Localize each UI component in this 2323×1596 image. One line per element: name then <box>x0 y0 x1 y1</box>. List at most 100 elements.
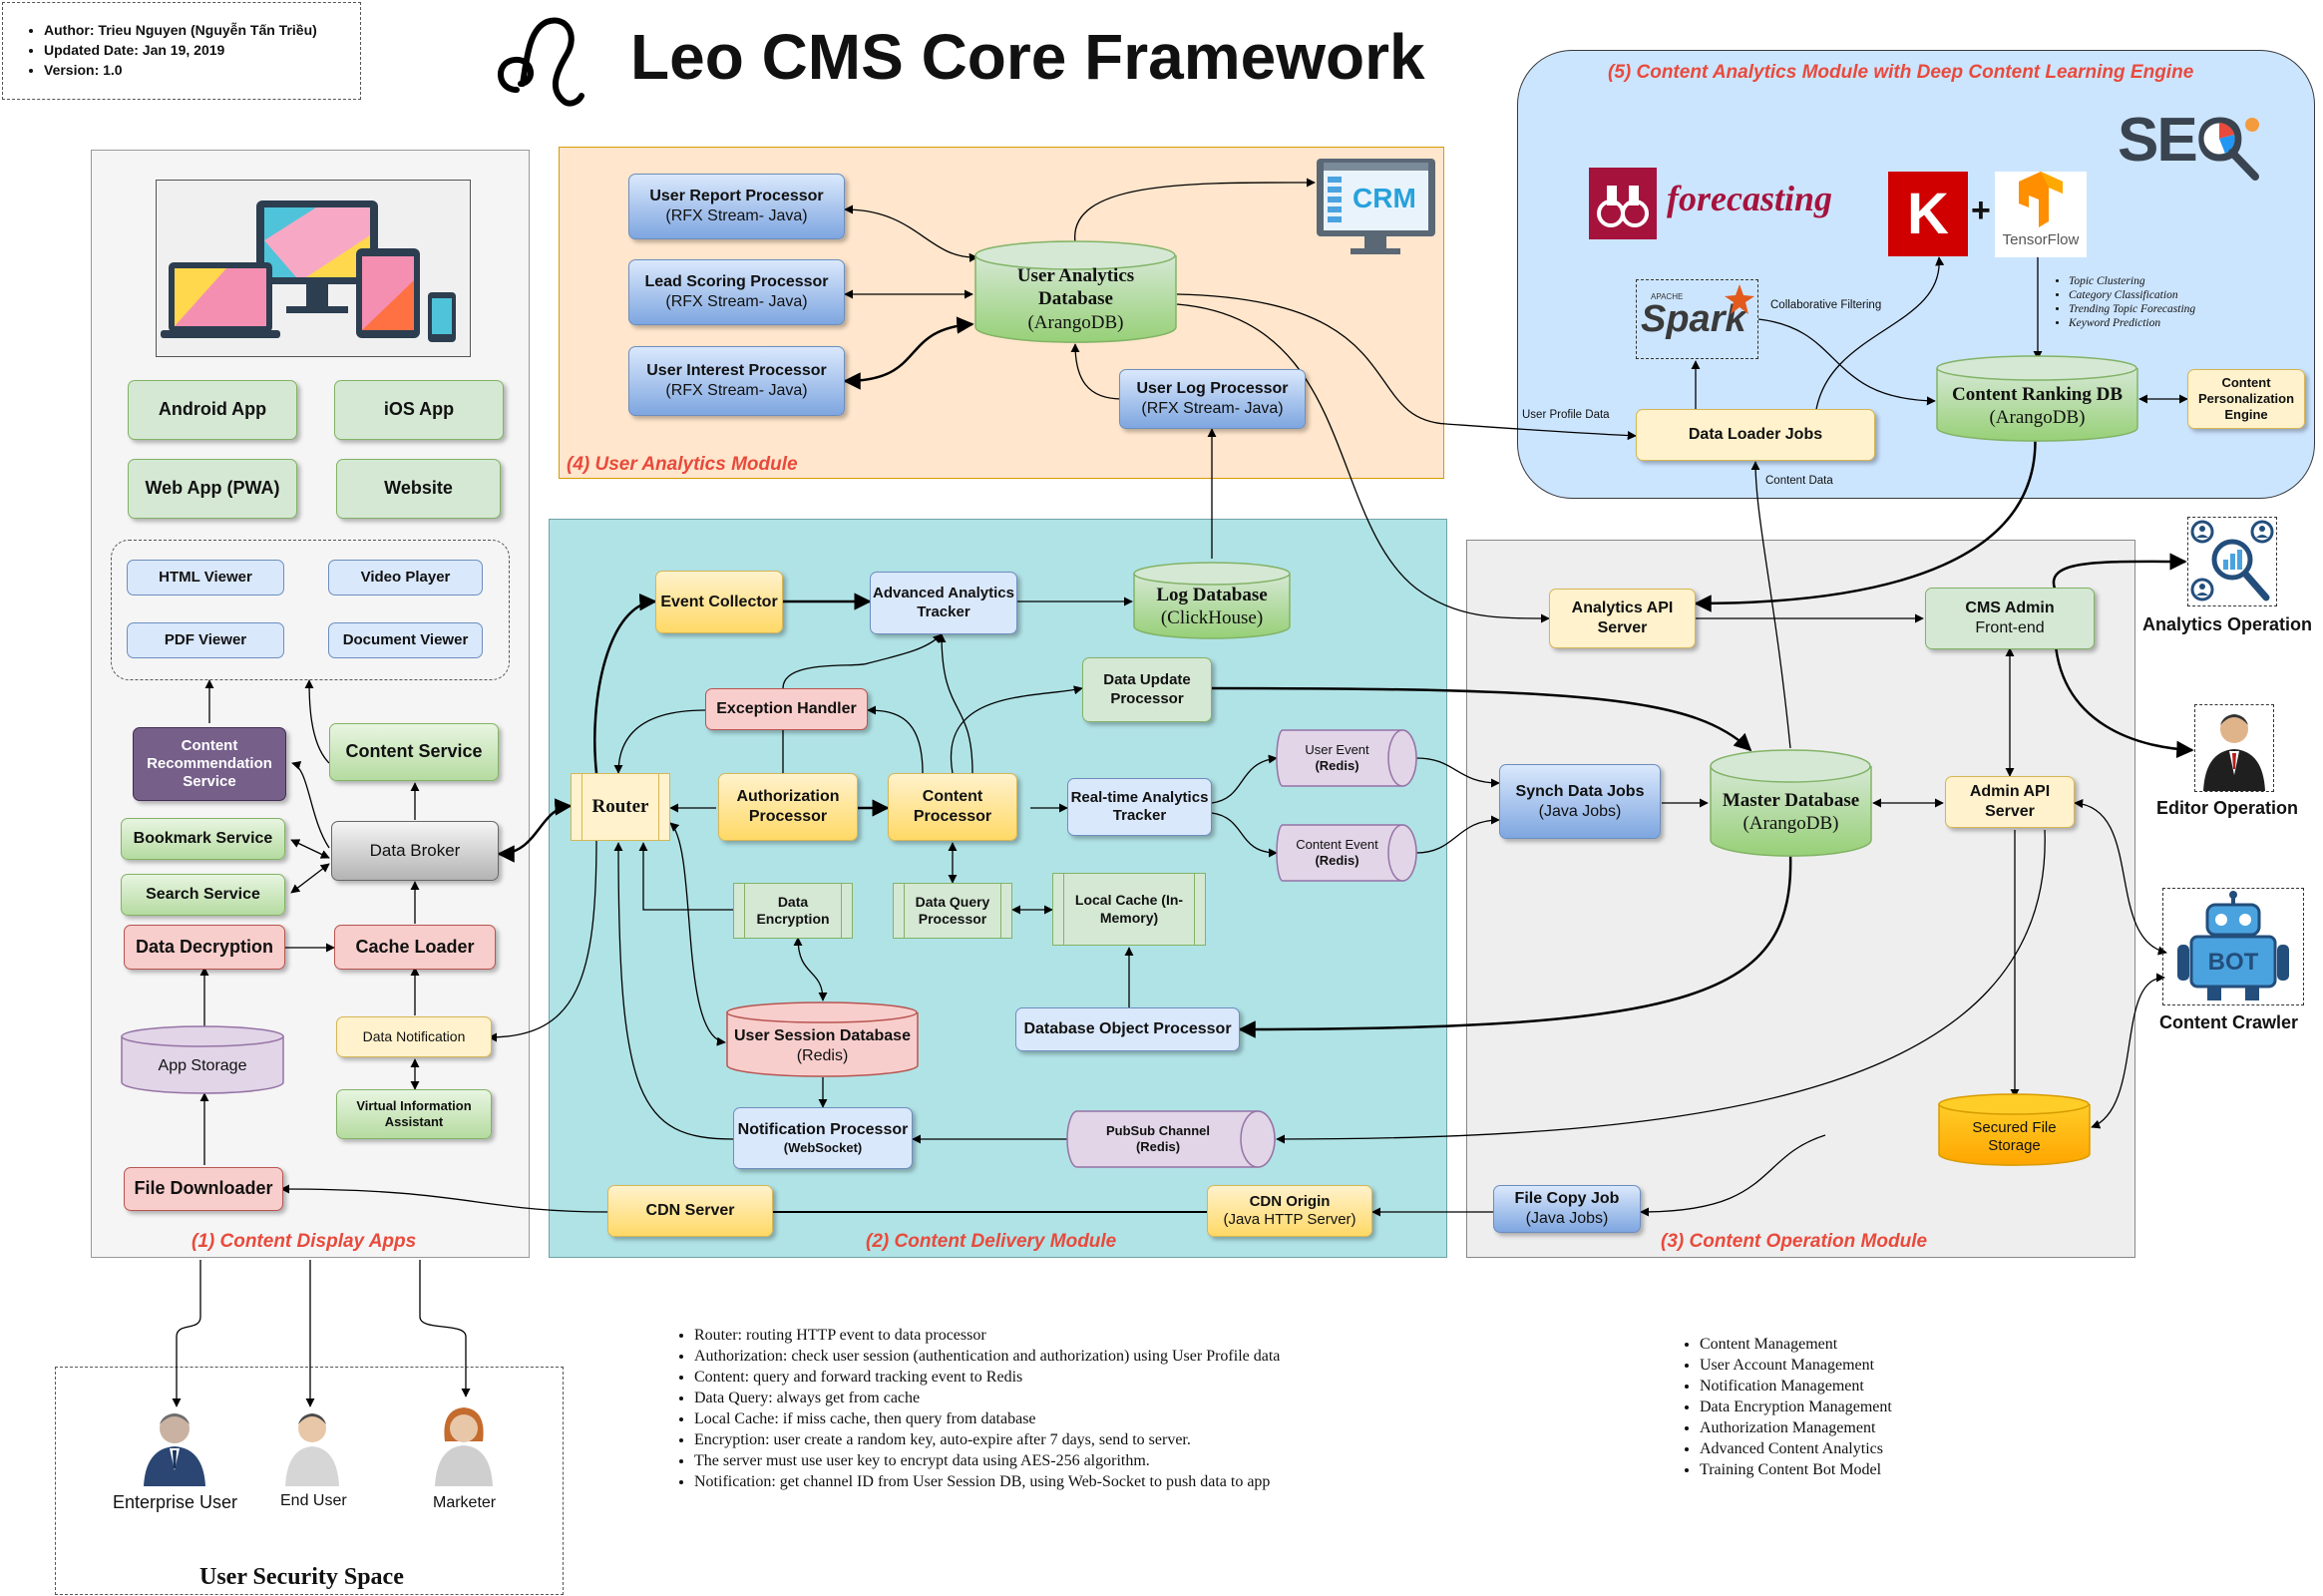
lead-scoring-processor[interactable]: Lead Scoring Processor (RFX Stream- Java… <box>628 259 845 325</box>
edge-loader-k <box>1814 256 1945 417</box>
data-broker[interactable]: Data Broker <box>331 821 499 881</box>
master-db-sub: (ArangoDB) <box>1742 813 1839 834</box>
edge-content-dataupdate <box>950 685 1083 774</box>
meta-date: Updated Date: Jan 19, 2019 <box>44 40 317 60</box>
recommendation-service[interactable]: Content Recommendation Service <box>133 727 286 801</box>
content-event-label: Content Event (Redis) <box>1275 831 1399 875</box>
note-encryption: Encryption: user create a random key, au… <box>694 1429 1450 1450</box>
cdn-origin-label: CDN Origin <box>1249 1192 1331 1210</box>
content-event-queue: Content Event (Redis) <box>1275 823 1419 883</box>
content-event-title: Content Event <box>1296 837 1378 853</box>
file-downloader[interactable]: File Downloader <box>124 1167 283 1211</box>
meta-list: Author: Trieu Nguyen (Nguyễn Tấn Triều) … <box>22 20 317 80</box>
edge-router-event <box>593 593 657 774</box>
user-db-title: User Analytics Database <box>1016 265 1135 310</box>
panel-title-display: (1) Content Display Apps <box>192 1231 417 1252</box>
analytics-operation-label: Analytics Operation <box>2142 614 2313 634</box>
virtual-assistant[interactable]: Virtual Information Assistant <box>336 1089 492 1139</box>
data-query-processor[interactable]: Data Query Processor <box>893 883 1012 939</box>
bot-text: BOT <box>2207 949 2259 976</box>
advanced-analytics-tracker[interactable]: Advanced Analytics Tracker <box>870 572 1017 634</box>
devices-illustration <box>156 180 471 357</box>
op-note-6: Advanced Content Analytics <box>1700 1438 1977 1459</box>
edge-broker-recommend <box>291 760 330 849</box>
op-note-4: Data Encryption Management <box>1700 1396 1977 1417</box>
user-interest-sub: (RFX Stream- Java) <box>665 382 808 399</box>
web-app[interactable]: Web App (PWA) <box>128 459 297 519</box>
master-database: Master Database (ArangoDB) <box>1709 748 1873 858</box>
analytics-api-server[interactable]: Analytics API Server <box>1549 589 1696 648</box>
user-db-sub: (ArangoDB) <box>1027 311 1124 333</box>
meta-author: Author: Trieu Nguyen (Nguyễn Tấn Triều) <box>44 20 317 40</box>
edge-broker-search <box>290 863 330 894</box>
cdn-server[interactable]: CDN Server <box>607 1185 773 1237</box>
user-log-processor[interactable]: User Log Processor (RFX Stream- Java) <box>1119 369 1306 429</box>
op-note-3: Notification Management <box>1700 1376 1977 1396</box>
android-app[interactable]: Android App <box>128 380 297 440</box>
ios-app[interactable]: iOS App <box>334 380 504 440</box>
edge-dataupdate-master <box>1211 686 1752 752</box>
user-interest-label: User Interest Processor <box>646 362 827 380</box>
authorization-processor[interactable]: Authorization Processor <box>718 773 858 841</box>
edge-secured-filecopy <box>1640 1134 1826 1217</box>
edge-notify-router <box>613 842 734 1140</box>
page-title: Leo CMS Core Framework <box>630 21 1425 93</box>
user-analytics-db-label: User Analytics Database (ArangoDB) <box>973 265 1178 333</box>
router[interactable]: Router <box>571 773 670 841</box>
cdn-origin[interactable]: CDN Origin (Java HTTP Server) <box>1207 1185 1372 1237</box>
user-report-processor[interactable]: User Report Processor (RFX Stream- Java) <box>628 174 845 239</box>
document-viewer[interactable]: Document Viewer <box>328 622 483 658</box>
notification-label: Notification Processor <box>737 1121 909 1139</box>
edge-encrypt-router <box>638 842 733 911</box>
data-decryption[interactable]: Data Decryption <box>124 925 285 970</box>
user-report-label: User Report Processor <box>649 188 824 205</box>
database-object-processor[interactable]: Database Object Processor <box>1015 1007 1240 1051</box>
html-viewer[interactable]: HTML Viewer <box>127 560 284 596</box>
search-service[interactable]: Search Service <box>121 874 285 916</box>
cms-admin-label: CMS Admin <box>1965 599 2055 617</box>
bookmark-service[interactable]: Bookmark Service <box>121 818 285 860</box>
pdf-viewer[interactable]: PDF Viewer <box>127 622 284 658</box>
website[interactable]: Website <box>336 459 501 519</box>
session-db-sub: (Redis) <box>796 1047 849 1064</box>
log-db-title: Log Database <box>1156 584 1268 605</box>
topic-4: Keyword Prediction <box>2069 316 2195 330</box>
note-notification: Notification: get channel ID from User S… <box>694 1471 1450 1492</box>
edge-userdb-analyticsapi <box>1176 303 1550 623</box>
cdn-origin-sub: (Java HTTP Server) <box>1223 1211 1356 1228</box>
event-collector[interactable]: Event Collector <box>655 571 783 633</box>
local-cache[interactable]: Local Cache (In-Memory) <box>1052 873 1206 946</box>
edge-admin-pubsub <box>1276 829 2046 1144</box>
cache-loader[interactable]: Cache Loader <box>334 925 496 970</box>
notification-sub: (WebSocket) <box>783 1139 863 1155</box>
crm-icon: CRM <box>1315 157 1437 256</box>
log-db-sub: (ClickHouse) <box>1160 607 1264 628</box>
notification-processor[interactable]: Notification Processor (WebSocket) <box>733 1107 913 1169</box>
data-update-processor[interactable]: Data Update Processor <box>1082 657 1212 722</box>
app-storage-label: App Storage <box>158 1057 247 1075</box>
spark-star-icon <box>1725 284 1754 314</box>
data-notification[interactable]: Data Notification <box>336 1016 492 1057</box>
cms-admin-frontend[interactable]: CMS Admin Front-end <box>1925 588 2095 649</box>
panel-title-delivery: (2) Content Delivery Module <box>866 1231 1117 1252</box>
exception-handler[interactable]: Exception Handler <box>705 688 868 730</box>
file-copy-job[interactable]: File Copy Job (Java Jobs) <box>1493 1185 1641 1233</box>
binoculars-icon <box>1589 168 1657 239</box>
content-data-label: Content Data <box>1765 475 1833 487</box>
topic-2: Category Classification <box>2069 288 2195 302</box>
data-loader-jobs[interactable]: Data Loader Jobs <box>1636 409 1875 461</box>
topic-3: Trending Topic Forecasting <box>2069 302 2195 316</box>
realtime-analytics-tracker[interactable]: Real-time Analytics Tracker <box>1067 778 1212 836</box>
collab-label: Collaborative Filtering <box>1770 299 1882 311</box>
user-interest-processor[interactable]: User Interest Processor (RFX Stream- Jav… <box>628 346 845 416</box>
content-personalization-engine[interactable]: Content Personalization Engine <box>2187 369 2305 429</box>
admin-api-server[interactable]: Admin API Server <box>1945 776 2075 828</box>
editor-operation-icon <box>2194 704 2274 792</box>
content-processor[interactable]: Content Processor <box>888 773 1017 841</box>
synch-data-jobs[interactable]: Synch Data Jobs (Java Jobs) <box>1499 764 1661 839</box>
video-player[interactable]: Video Player <box>328 560 483 596</box>
content-service[interactable]: Content Service <box>329 723 499 781</box>
content-crawler-label: Content Crawler <box>2159 1012 2299 1032</box>
edge-router-session <box>669 822 726 1046</box>
data-encryption[interactable]: Data Encryption <box>733 883 853 939</box>
